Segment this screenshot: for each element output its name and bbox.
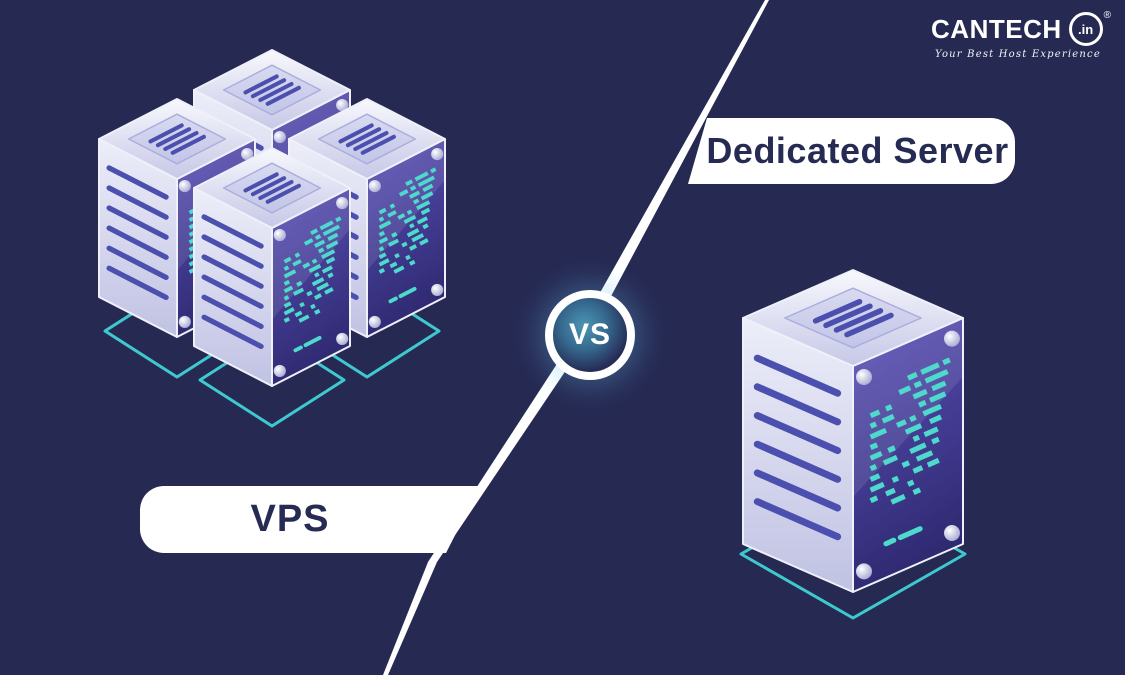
brand-name: CANTECH (931, 13, 1062, 44)
dedicated-server-label-text: Dedicated Server (706, 130, 1009, 171)
vps-servers-illustration (98, 49, 446, 428)
brand-tagline: Your Best Host Experience (935, 49, 1101, 60)
vps-label-text: VPS (250, 498, 330, 540)
brand-logo: CANTECH .in ® Your Best Host Experience (931, 10, 1111, 60)
vps-label: VPS (140, 486, 480, 553)
brand-logo-row: CANTECH .in ® (931, 10, 1111, 46)
registered-trademark-icon: ® (1103, 10, 1111, 21)
vs-text: VS (568, 318, 612, 351)
dedicated-server-label: Dedicated Server (688, 118, 1015, 184)
brand-tld-circle-icon: .in (1068, 12, 1103, 46)
dedicated-server-illustration (739, 269, 967, 620)
brand-tld: .in (1078, 21, 1094, 37)
vs-badge: VS (545, 290, 635, 380)
